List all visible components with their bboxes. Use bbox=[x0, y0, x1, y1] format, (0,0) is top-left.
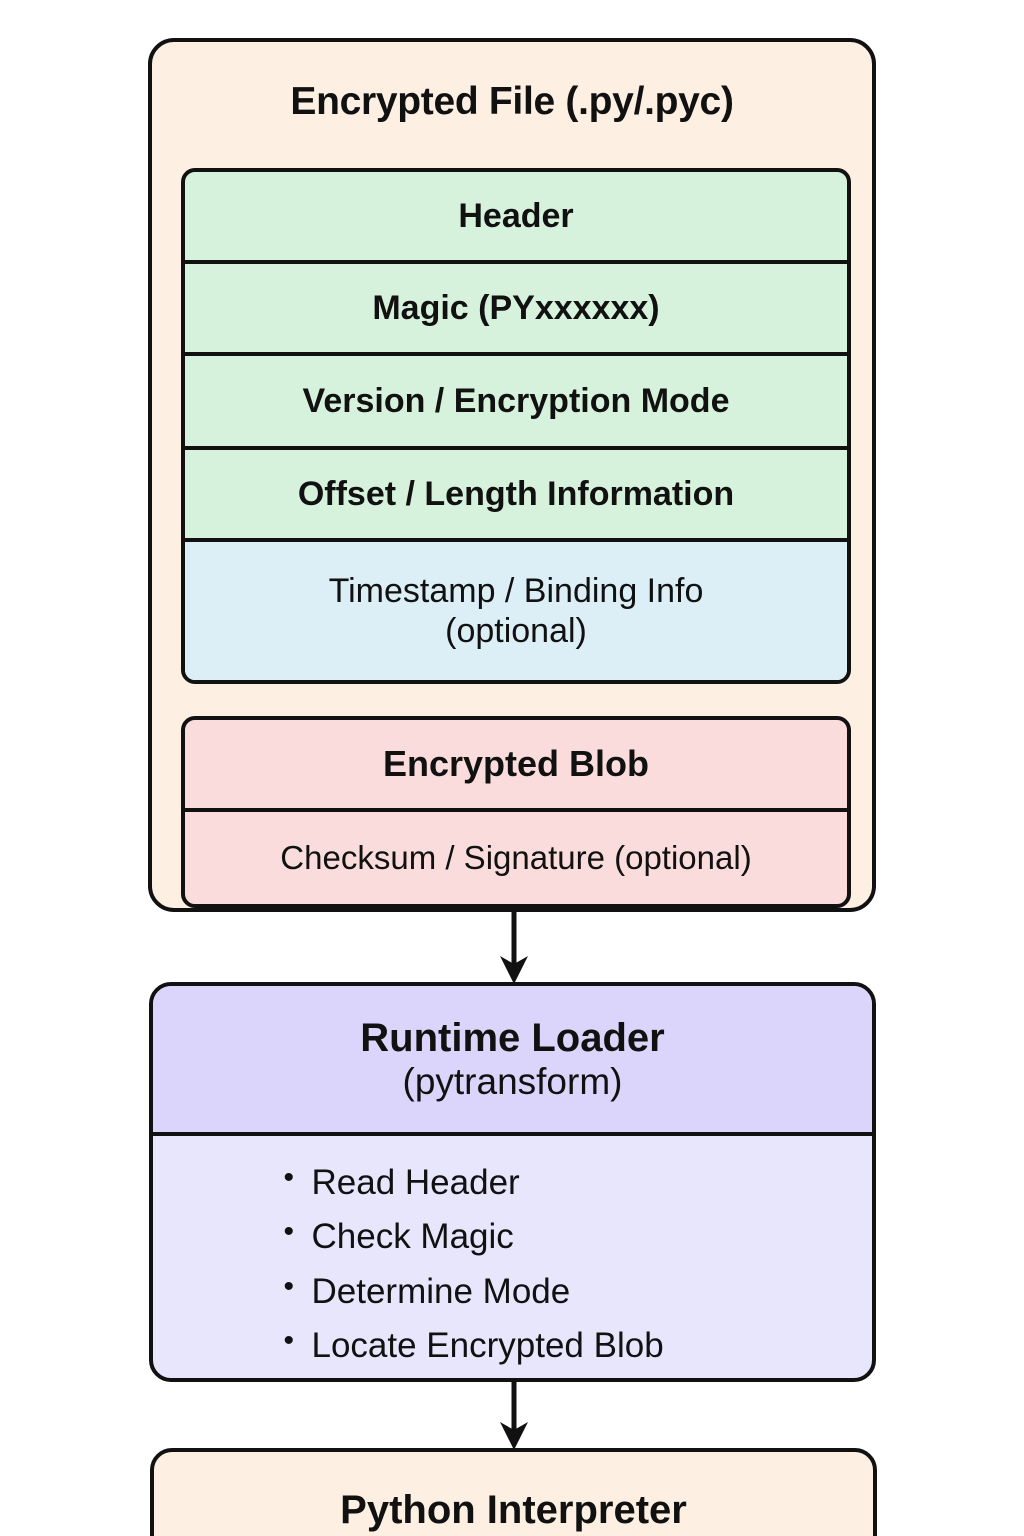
header-row-magic: Magic (PYxxxxxx) bbox=[185, 264, 847, 356]
list-item: Locate Encrypted Blob bbox=[278, 1318, 748, 1373]
arrow-file-to-loader-icon bbox=[500, 908, 528, 984]
arrow-loader-to-interpreter-icon bbox=[500, 1380, 528, 1450]
runtime-loader-header: Runtime Loader (pytransform) bbox=[153, 986, 872, 1136]
blob-row-encrypted-blob: Encrypted Blob bbox=[185, 720, 847, 812]
encrypted-blob-stack: Encrypted Blob Checksum / Signature (opt… bbox=[181, 716, 851, 908]
list-item: Check Magic bbox=[278, 1209, 748, 1264]
runtime-loader-title: Runtime Loader bbox=[360, 1015, 665, 1060]
runtime-loader-box: Runtime Loader (pytransform) Read Header… bbox=[149, 982, 876, 1382]
header-row-header: Header bbox=[185, 172, 847, 264]
encrypted-file-title: Encrypted File (.py/.pyc) bbox=[290, 80, 734, 123]
list-item: Read Header bbox=[278, 1155, 748, 1210]
header-row-offset-length: Offset / Length Information bbox=[185, 450, 847, 542]
timestamp-line-2: (optional) bbox=[445, 612, 587, 650]
header-row-timestamp-binding: Timestamp / Binding Info (optional) bbox=[185, 542, 847, 680]
header-row-version-mode: Version / Encryption Mode bbox=[185, 356, 847, 450]
python-interpreter-box: Python Interpreter bbox=[150, 1448, 877, 1536]
timestamp-line-1: Timestamp / Binding Info bbox=[328, 571, 704, 610]
blob-row-checksum-signature: Checksum / Signature (optional) bbox=[280, 839, 752, 876]
python-interpreter-label: Python Interpreter bbox=[340, 1487, 687, 1532]
list-item: Determine Mode bbox=[278, 1263, 748, 1319]
header-stack: Header Magic (PYxxxxxx) Version / Encryp… bbox=[181, 168, 851, 684]
encrypted-file-box: Encrypted File (.py/.pyc) Header Magic (… bbox=[148, 38, 876, 912]
runtime-loader-steps: Read Header Check Magic Determine Mode L… bbox=[153, 1136, 872, 1373]
runtime-loader-subtitle: (pytransform) bbox=[402, 1060, 623, 1102]
